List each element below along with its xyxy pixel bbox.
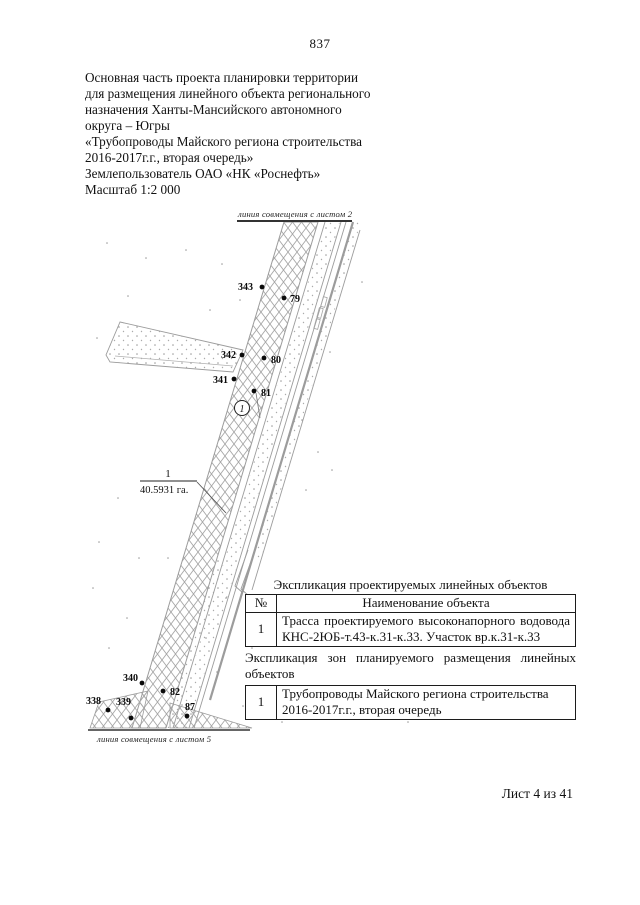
row-number-cell: 1	[245, 611, 277, 647]
survey-point-dot	[261, 355, 267, 361]
survey-point-dot	[239, 352, 245, 358]
linear-objects-title: Экспликация проектируемых линейных объек…	[273, 577, 548, 592]
survey-point-label: 341	[213, 375, 228, 386]
clearing-wedge	[105, 321, 244, 373]
sheet-footer: Лист 4 из 41	[501, 786, 573, 801]
zones-table: 1 Трубопроводы Майского региона строител…	[245, 684, 576, 720]
survey-points: 343 79 342 80 341 81 340 82 338 339 87	[86, 282, 300, 721]
utility-kink-lines	[234, 549, 255, 597]
survey-point-dot	[128, 715, 134, 721]
zone-marker-label: 1	[240, 404, 245, 415]
survey-point-label: 342	[221, 350, 236, 361]
survey-point-label: 340	[123, 673, 138, 684]
zone-circle-marker: 1	[234, 400, 250, 416]
table-header-row: № Наименование объекта	[245, 594, 576, 613]
table-row: 1 Трасса проектируемого высоконапорного …	[245, 611, 576, 647]
header-line: округа – Югры	[85, 118, 170, 133]
zones-caption-line: объектов	[245, 666, 295, 681]
existing-utility-line	[172, 221, 326, 729]
survey-point-dot	[139, 680, 145, 686]
match-line-bottom: линия совмещения с листом 5	[88, 729, 250, 744]
existing-utility-line	[208, 221, 355, 701]
zones-caption: Экспликация зон планируемого размещения …	[245, 650, 576, 683]
area-callout: 1 40.5931 га.	[140, 468, 227, 514]
header-line: Основная часть проекта планировки террит…	[85, 70, 359, 85]
match-line-top: линия совмещения с листом 2	[237, 209, 353, 222]
match-line-bottom-label: линия совмещения с листом 5	[96, 734, 212, 744]
survey-point-label: 338	[86, 696, 101, 707]
survey-point-label: 343	[238, 282, 253, 293]
document-header: Основная часть проекта планировки террит…	[85, 70, 390, 198]
area-value-label: 40.5931 га.	[140, 485, 188, 496]
corridor-band	[89, 221, 319, 729]
utility-dotted-strip	[174, 222, 340, 728]
explication-tables: Экспликация проектируемых линейных объек…	[245, 577, 576, 720]
survey-point-label: 81	[261, 388, 271, 399]
table-row: 1 Трубопроводы Майского региона строител…	[245, 684, 576, 720]
survey-point-dot	[281, 295, 287, 301]
page-number: 837	[309, 36, 331, 51]
area-ref-number: 1	[165, 468, 171, 480]
survey-point-label: 80	[271, 355, 281, 366]
header-line: для размещения линейного объекта региона…	[85, 86, 371, 101]
survey-point-dot	[105, 707, 111, 713]
header-line: Масштаб 1:2 000	[85, 182, 181, 197]
header-line: «Трубопроводы Майского региона строитель…	[85, 134, 363, 149]
survey-point-dot	[259, 284, 265, 290]
survey-point-label: 79	[290, 294, 300, 305]
object-name-cell: Трубопроводы Майского региона строительс…	[276, 684, 576, 720]
zones-caption-line: Экспликация зон планируемого размещения …	[245, 649, 576, 665]
linear-objects-table: № Наименование объекта 1 Трасса проектир…	[245, 594, 576, 647]
survey-point-dot	[184, 713, 190, 719]
header-line: 2016-2017г.г., вторая очередь»	[85, 150, 254, 165]
survey-point-label: 82	[170, 687, 180, 698]
crossing-symbol	[313, 296, 328, 330]
survey-point-label: 339	[116, 697, 131, 708]
header-line: назначения Ханты-Мансийского автономного	[85, 102, 342, 117]
survey-point-dot	[251, 388, 257, 394]
corridor-right-triangle	[169, 702, 253, 729]
object-name-cell: Трасса проектируемого высоконапорного во…	[276, 611, 576, 647]
utility-dotted-strip	[253, 222, 361, 560]
header-line: Землепользователь ОАО «НК «Роснефть»	[85, 166, 321, 181]
existing-utility-line	[251, 229, 361, 591]
match-line-top-label: линия совмещения с листом 2	[237, 209, 353, 219]
existing-utility-line	[188, 221, 342, 729]
survey-point-dot	[160, 688, 166, 694]
column-header-num: №	[245, 594, 277, 613]
survey-point-label: 87	[185, 702, 195, 713]
survey-point-dot	[231, 376, 237, 382]
corridor-left-triangle	[89, 690, 149, 729]
utility-dotted-strip	[166, 560, 224, 728]
scatter-dots	[92, 242, 434, 723]
row-number-cell: 1	[245, 684, 277, 720]
column-header-name: Наименование объекта	[276, 594, 576, 613]
